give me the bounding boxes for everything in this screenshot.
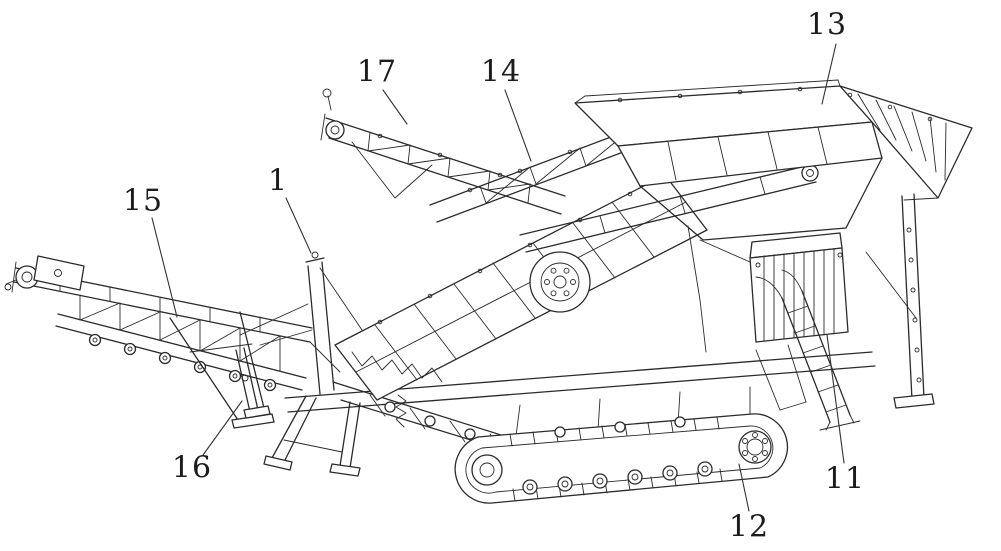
collection-conveyor: [520, 165, 818, 252]
ref-label-14: 14: [480, 54, 522, 90]
ref-label-15: 15: [122, 183, 164, 219]
feed-hopper: [575, 80, 972, 240]
vibrator-flywheel: [530, 252, 590, 312]
ref-label-17: 17: [356, 54, 398, 90]
fines-conveyor: [321, 89, 565, 214]
screen-box: [335, 175, 707, 427]
leader-11: [827, 335, 844, 463]
crawler-track: [455, 414, 787, 503]
idler-wheel: [472, 455, 502, 485]
ref-label-13: 13: [806, 7, 848, 43]
hanger-hook: [323, 89, 331, 97]
drive-unit: [34, 256, 84, 290]
leader-12: [739, 464, 749, 511]
leader-15: [152, 218, 177, 317]
ref-label-12: 12: [728, 509, 770, 545]
leader-17: [383, 90, 407, 124]
drive-sprocket: [739, 431, 771, 463]
leader-1: [286, 198, 311, 253]
lift-eye: [312, 252, 318, 258]
leader-13: [822, 44, 836, 104]
leader-16: [203, 401, 242, 455]
ref-label-1: 1: [267, 163, 289, 199]
leader-lines: [152, 44, 844, 511]
head-pulley-17: [326, 121, 344, 139]
ref-label-11: 11: [824, 461, 866, 497]
power-unit: [700, 233, 848, 342]
rear-leg: [866, 194, 938, 408]
access-ladder: [756, 270, 860, 430]
support-leg: [236, 348, 270, 418]
side-conveyor: [5, 256, 340, 428]
leader-14: [505, 90, 531, 161]
ref-label-16: 16: [171, 450, 213, 486]
